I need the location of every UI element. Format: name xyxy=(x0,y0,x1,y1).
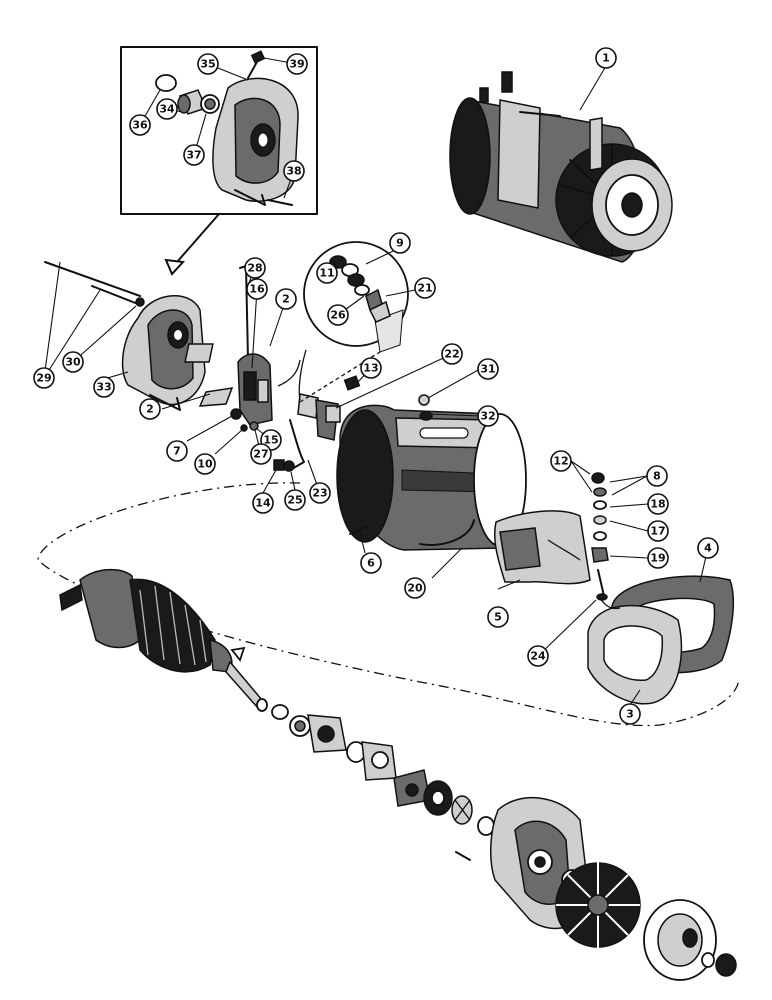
callout-3: 3 xyxy=(619,703,641,725)
svg-text:39: 39 xyxy=(289,58,304,71)
callout-26: 26 xyxy=(327,304,349,326)
callout-19: 19 xyxy=(647,547,669,569)
svg-text:21: 21 xyxy=(417,282,432,295)
svg-text:16: 16 xyxy=(249,283,265,296)
armature-assembly-path xyxy=(37,482,739,727)
svg-text:17: 17 xyxy=(650,525,665,538)
svg-text:7: 7 xyxy=(173,445,181,458)
end-frame-detail-inset xyxy=(120,46,318,276)
end-frame xyxy=(121,295,206,411)
callout-2a: 2 xyxy=(275,288,297,310)
svg-text:20: 20 xyxy=(407,582,423,595)
callout-2b: 2 xyxy=(139,398,161,420)
assembled-alternator xyxy=(449,71,673,263)
callout-22: 22 xyxy=(441,343,463,365)
svg-text:28: 28 xyxy=(247,262,262,275)
callout-8: 8 xyxy=(646,465,668,487)
svg-text:35: 35 xyxy=(200,58,215,71)
svg-text:32: 32 xyxy=(480,410,495,423)
callout-24: 24 xyxy=(527,645,549,667)
terminal-hardware xyxy=(418,394,609,601)
callout-16: 16 xyxy=(246,278,268,300)
svg-text:24: 24 xyxy=(530,650,546,663)
callout-34: 34 xyxy=(156,98,178,120)
callout-29: 29 xyxy=(33,367,55,389)
svg-text:6: 6 xyxy=(367,557,375,570)
svg-text:34: 34 xyxy=(159,103,175,116)
callout-5: 5 xyxy=(487,606,509,628)
svg-text:18: 18 xyxy=(650,498,665,511)
callout-1: 1 xyxy=(595,47,617,69)
stator-housing xyxy=(336,404,527,551)
callout-39: 39 xyxy=(286,53,308,75)
svg-text:29: 29 xyxy=(36,372,51,385)
field-coils xyxy=(587,575,735,705)
svg-text:33: 33 xyxy=(96,381,111,394)
callout-11: 11 xyxy=(316,262,338,284)
callout-13: 13 xyxy=(360,357,382,379)
callout-36: 36 xyxy=(129,114,151,136)
svg-text:19: 19 xyxy=(650,552,665,565)
callout-27: 27 xyxy=(250,443,272,465)
drive-end-parts xyxy=(271,704,737,981)
field-pole-shoe xyxy=(493,510,591,585)
callout-23: 23 xyxy=(309,482,331,504)
callout-10: 10 xyxy=(194,453,216,475)
callout-9: 9 xyxy=(389,232,411,254)
callout-21: 21 xyxy=(414,277,436,299)
callout-33: 33 xyxy=(93,376,115,398)
svg-text:5: 5 xyxy=(494,611,502,624)
callout-32: 32 xyxy=(477,405,499,427)
svg-text:2: 2 xyxy=(282,293,290,306)
svg-text:2: 2 xyxy=(146,403,154,416)
callout-35: 35 xyxy=(197,53,219,75)
svg-text:12: 12 xyxy=(553,455,568,468)
svg-text:8: 8 xyxy=(653,470,661,483)
svg-text:27: 27 xyxy=(253,448,268,461)
callout-20: 20 xyxy=(404,577,426,599)
svg-text:38: 38 xyxy=(286,165,301,178)
svg-text:3: 3 xyxy=(626,708,634,721)
svg-text:22: 22 xyxy=(444,348,459,361)
callout-7: 7 xyxy=(166,440,188,462)
callout-25: 25 xyxy=(284,489,306,511)
svg-text:10: 10 xyxy=(197,458,213,471)
callout-labels: 1 2 2 3 4 5 6 7 8 9 10 11 12 13 14 15 16… xyxy=(33,47,719,725)
svg-text:14: 14 xyxy=(255,497,271,510)
svg-text:31: 31 xyxy=(480,363,495,376)
svg-text:36: 36 xyxy=(132,119,148,132)
svg-text:11: 11 xyxy=(319,267,334,280)
callout-30: 30 xyxy=(62,351,84,373)
callout-12: 12 xyxy=(550,450,572,472)
armature xyxy=(59,568,268,712)
svg-text:1: 1 xyxy=(602,52,610,65)
svg-text:9: 9 xyxy=(396,237,404,250)
callout-6: 6 xyxy=(360,552,382,574)
callout-17: 17 xyxy=(647,520,669,542)
svg-text:37: 37 xyxy=(186,149,201,162)
fan xyxy=(555,862,641,948)
svg-text:4: 4 xyxy=(704,542,712,555)
svg-text:13: 13 xyxy=(363,362,378,375)
callout-18: 18 xyxy=(647,493,669,515)
svg-text:23: 23 xyxy=(312,487,327,500)
through-bolts xyxy=(44,261,145,307)
callout-28: 28 xyxy=(244,257,266,279)
callout-38: 38 xyxy=(283,160,305,182)
callout-37: 37 xyxy=(183,144,205,166)
callout-31: 31 xyxy=(477,358,499,380)
svg-text:25: 25 xyxy=(287,494,302,507)
svg-text:26: 26 xyxy=(330,309,346,322)
svg-text:15: 15 xyxy=(263,434,278,447)
callout-4: 4 xyxy=(697,537,719,559)
callout-14: 14 xyxy=(252,492,274,514)
svg-text:30: 30 xyxy=(65,356,81,369)
